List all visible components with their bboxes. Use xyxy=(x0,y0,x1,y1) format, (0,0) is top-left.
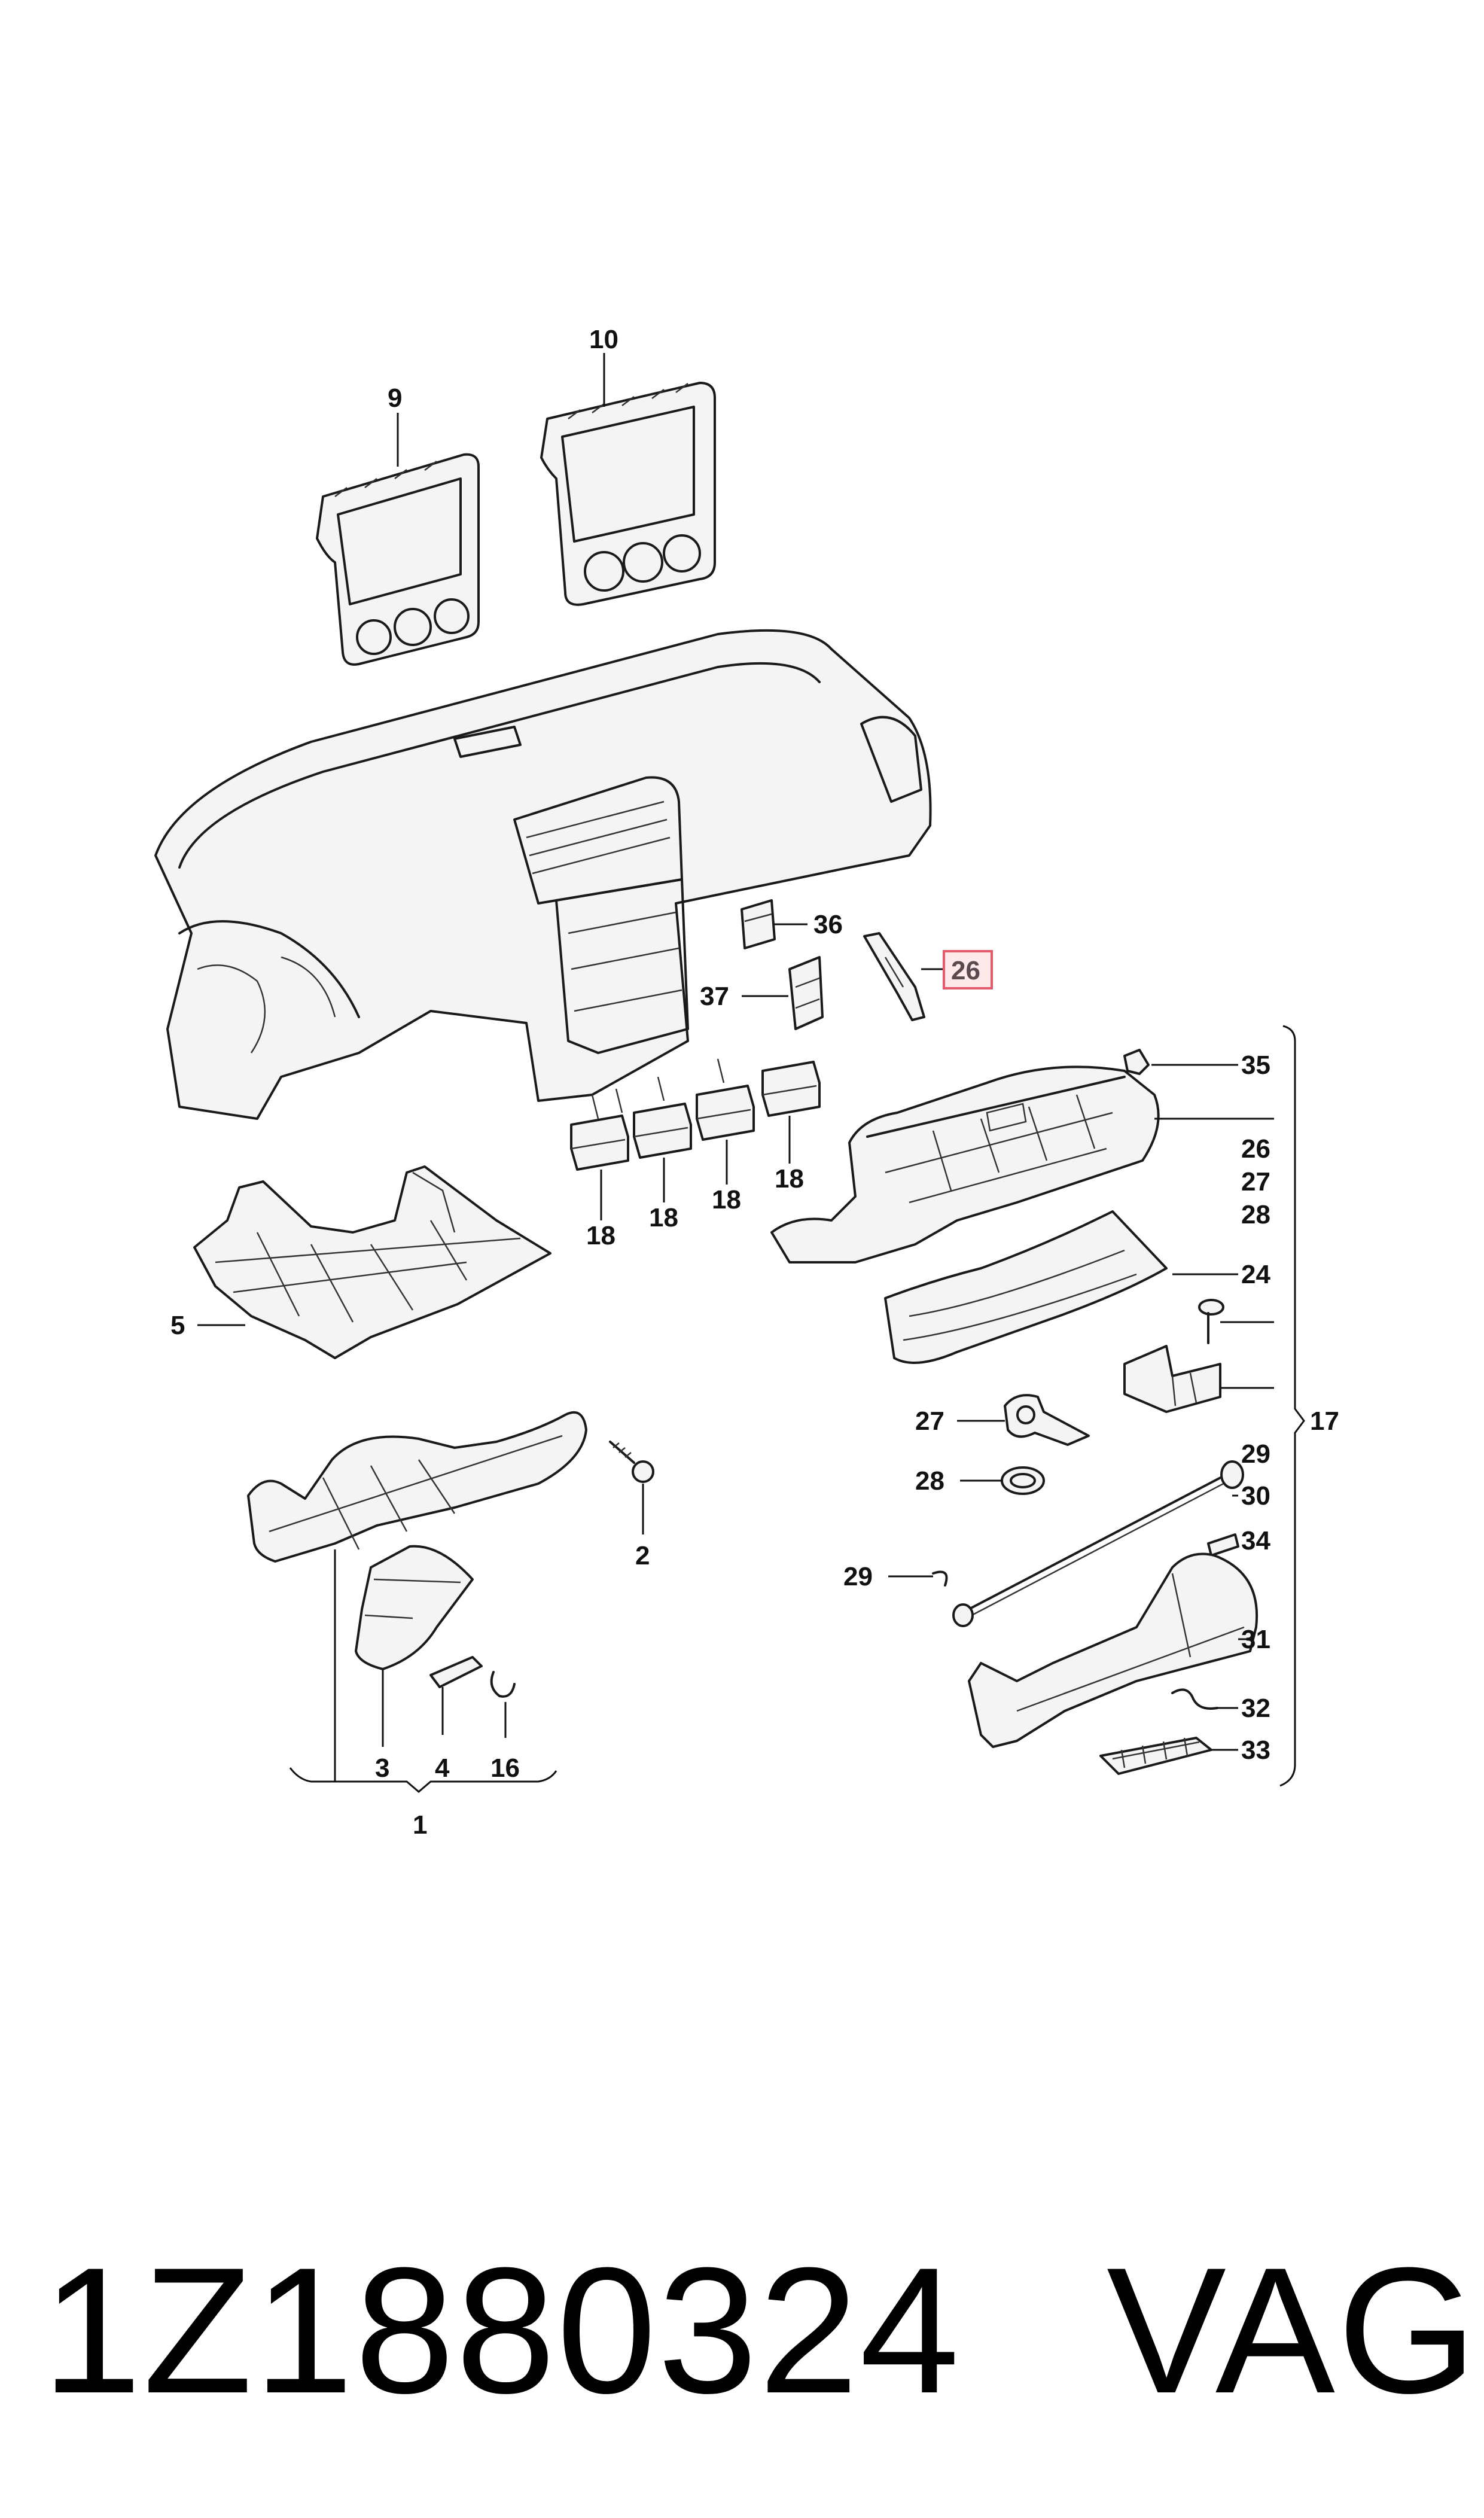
part-screw-icon xyxy=(1198,1299,1224,1344)
part-3-storage-tray xyxy=(355,1545,474,1670)
part-number: 1Z1880324 xyxy=(42,2230,961,2431)
part-30-damper-rod xyxy=(952,1460,1244,1627)
bracket-17 xyxy=(1279,1025,1305,1787)
part-27-hinge-bracket xyxy=(1004,1394,1090,1446)
part-18-relay-b xyxy=(633,1103,692,1159)
part-26-glovebox-housing xyxy=(770,1065,1160,1263)
brand-name: VAG xyxy=(1107,2230,1480,2431)
callout-24: 24 xyxy=(1241,1260,1270,1289)
callout-28-b: 28 xyxy=(915,1466,944,1496)
callout-27-b: 27 xyxy=(915,1406,944,1436)
callout-1: 1 xyxy=(413,1810,427,1840)
callout-36: 36 xyxy=(813,910,843,939)
callout-9: 9 xyxy=(388,383,402,413)
callout-27: 27 xyxy=(1241,1167,1270,1196)
part-18-relay-a xyxy=(570,1115,629,1171)
part-35-clip xyxy=(1123,1049,1150,1075)
part-18-relay-c xyxy=(696,1085,755,1141)
part-36-bracket xyxy=(741,899,776,949)
dashboard-assembly xyxy=(154,629,932,1120)
bracket-1 xyxy=(289,1767,557,1793)
callout-30: 30 xyxy=(1241,1481,1270,1511)
part-24-glovebox-liner xyxy=(884,1210,1168,1364)
part-latch-bracket xyxy=(1123,1345,1221,1413)
part-16-clip xyxy=(490,1671,516,1698)
part-33-handle xyxy=(1099,1737,1212,1775)
part-37-switch-holder xyxy=(788,956,824,1030)
part-18-relay-d xyxy=(761,1061,821,1117)
callout-29-b: 29 xyxy=(843,1562,873,1591)
callout-26: 26 xyxy=(1241,1134,1270,1164)
callout-16: 16 xyxy=(490,1753,520,1783)
callout-3: 3 xyxy=(375,1753,389,1783)
callout-31: 31 xyxy=(1241,1625,1270,1654)
callout-4: 4 xyxy=(435,1753,450,1783)
part-1-lower-dash-trim xyxy=(247,1411,587,1563)
part-9-left-trim-bezel xyxy=(316,453,480,666)
callout-29: 29 xyxy=(1241,1439,1270,1469)
part-32-spring xyxy=(1171,1688,1218,1710)
callout-26-highlighted: 26 xyxy=(951,956,980,985)
part-31-glovebox-lid xyxy=(968,1552,1258,1748)
callout-18-c: 18 xyxy=(712,1185,741,1214)
part-26-damper-rod xyxy=(863,932,925,1021)
part-34-bolt xyxy=(1207,1533,1239,1557)
callout-28: 28 xyxy=(1241,1200,1270,1229)
callout-18-b: 18 xyxy=(649,1203,678,1232)
callout-17: 17 xyxy=(1310,1406,1339,1436)
part-4-trim-strip xyxy=(429,1656,483,1688)
callout-33: 33 xyxy=(1241,1735,1270,1765)
part-29-clip xyxy=(932,1570,948,1587)
part-28-ring xyxy=(1001,1466,1045,1495)
part-5-lower-panel xyxy=(193,1165,551,1359)
part-2-screw xyxy=(609,1441,654,1483)
callout-18-a: 18 xyxy=(586,1221,615,1250)
callout-26-highlight-box xyxy=(943,950,993,989)
callout-34: 34 xyxy=(1241,1526,1270,1555)
callout-37: 37 xyxy=(700,982,729,1011)
callout-18-d: 18 xyxy=(775,1164,804,1193)
part-10-center-trim-bezel xyxy=(540,382,716,606)
callout-5: 5 xyxy=(170,1311,185,1340)
callout-2: 2 xyxy=(635,1541,650,1570)
callout-32: 32 xyxy=(1241,1694,1270,1723)
callout-10: 10 xyxy=(589,325,618,354)
callout-35: 35 xyxy=(1241,1051,1270,1080)
